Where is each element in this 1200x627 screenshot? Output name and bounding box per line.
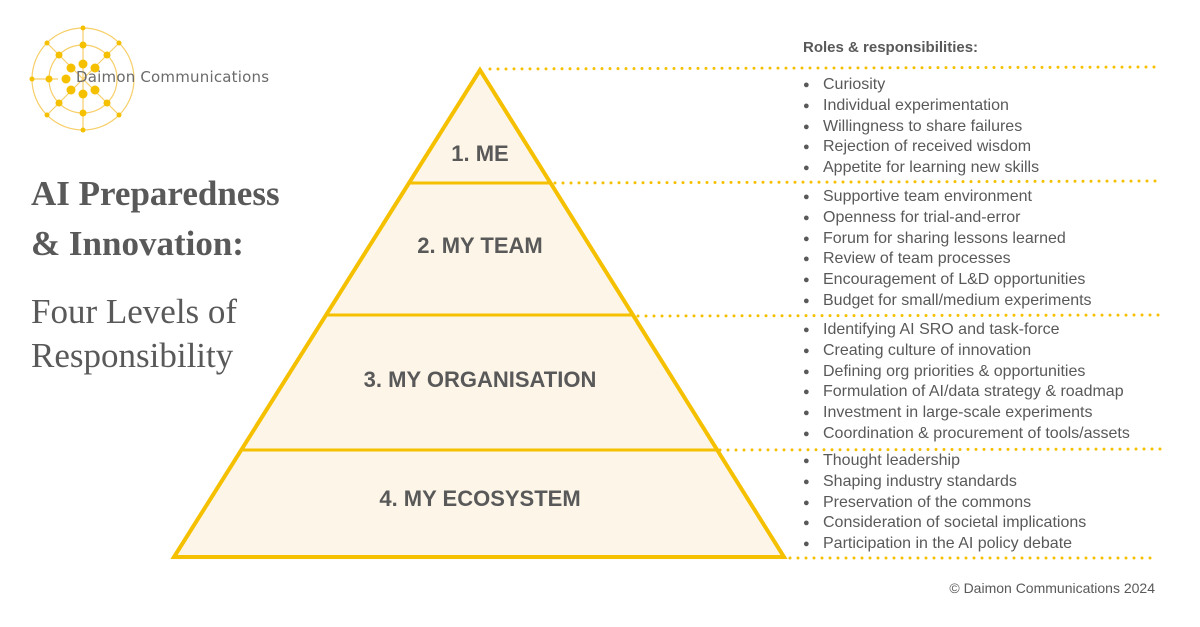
title-line-1: AI Preparedness — [31, 174, 280, 213]
roles-list-my-ecosystem: Thought leadershipShaping industry stand… — [803, 451, 1086, 555]
subtitle-line-1: Four Levels of — [31, 292, 238, 331]
role-item: Participation in the AI policy debate — [803, 534, 1086, 555]
role-item: Investment in large-scale experiments — [803, 403, 1130, 424]
level-my-ecosystem: 4. MY ECOSYSTEM — [379, 486, 581, 511]
role-item: Thought leadership — [803, 451, 1086, 472]
divider-dotted-line — [718, 447, 1162, 452]
role-item: Identifying AI SRO and task-force — [803, 320, 1130, 341]
role-item: Forum for sharing lessons learned — [803, 229, 1092, 250]
role-item: Consideration of societal implications — [803, 513, 1086, 534]
roles-list-my-organisation: Identifying AI SRO and task-forceCreatin… — [803, 320, 1130, 445]
roles-heading: Roles & responsibilities: — [803, 39, 979, 56]
role-item: Creating culture of innovation — [803, 341, 1130, 362]
divider-dotted-line — [488, 65, 1157, 71]
divider-dotted-line — [636, 313, 1162, 318]
brand-name: Daimon Communications — [76, 68, 270, 86]
daimon-logo-icon — [29, 25, 135, 133]
level-my-team: 2. MY TEAM — [417, 233, 543, 258]
role-item: Formulation of AI/data strategy & roadma… — [803, 382, 1130, 403]
divider-dotted-line — [553, 179, 1157, 185]
role-item: Preservation of the commons — [803, 493, 1086, 514]
subtitle-line-2: Responsibility — [31, 336, 234, 375]
copyright: © Daimon Communications 2024 — [949, 580, 1155, 596]
role-item: Curiosity — [803, 75, 1039, 96]
level-my-organisation: 3. MY ORGANISATION — [363, 367, 597, 392]
role-item: Defining org priorities & opportunities — [803, 362, 1130, 383]
roles-list-my-team: Supportive team environmentOpenness for … — [803, 187, 1092, 312]
role-item: Openness for trial-and-error — [803, 208, 1092, 229]
role-item: Review of team processes — [803, 249, 1092, 270]
role-item: Shaping industry standards — [803, 472, 1086, 493]
level-me: 1. ME — [451, 141, 509, 166]
role-item: Budget for small/medium experiments — [803, 291, 1092, 312]
role-item: Rejection of received wisdom — [803, 137, 1039, 158]
role-item: Individual experimentation — [803, 96, 1039, 117]
role-item: Encouragement of L&D opportunities — [803, 270, 1092, 291]
role-item: Willingness to share failures — [803, 117, 1039, 138]
role-item: Coordination & procurement of tools/asse… — [803, 424, 1130, 445]
roles-list-me: CuriosityIndividual experimentationWilli… — [803, 75, 1039, 179]
title-line-2: & Innovation: — [31, 224, 244, 263]
role-item: Supportive team environment — [803, 187, 1092, 208]
role-item: Appetite for learning new skills — [803, 158, 1039, 179]
